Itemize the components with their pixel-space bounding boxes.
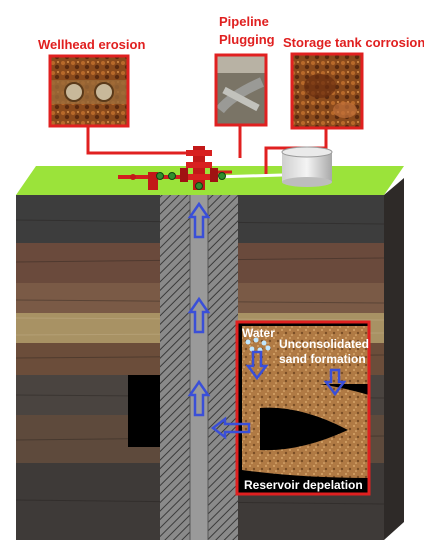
sand-label-line1: Unconsolidated <box>279 337 369 351</box>
sand-label-line2: sand formation <box>279 352 366 366</box>
water-droplets <box>245 337 271 353</box>
flow-arrow-2 <box>187 296 211 334</box>
storage-tank-photo <box>290 52 364 130</box>
storage-tank <box>281 146 333 187</box>
wellhead-photo <box>48 54 130 128</box>
wellbore <box>160 195 238 540</box>
christmas-tree-valve <box>130 146 226 190</box>
inflow-arrow <box>210 416 251 440</box>
water-label: Water <box>242 326 275 340</box>
pipeline-label-line2: Plugging <box>219 32 275 47</box>
reservoir-depletion-label: Reservoir depelation <box>244 478 363 492</box>
flow-arrow-1 <box>187 201 211 239</box>
casing-right <box>208 195 238 540</box>
water-down-arrow <box>245 350 269 381</box>
flow-arrows <box>187 201 251 440</box>
wellhead-erosion-label: Wellhead erosion <box>38 37 145 52</box>
storage-tank-corrosion-label: Storage tank corrosion <box>283 35 424 50</box>
reservoir-inset: Water Unconsolidated sand formation Rese… <box>235 320 371 496</box>
tubing <box>190 195 208 540</box>
pipeline-label-line1: Pipeline <box>219 14 269 29</box>
flow-arrow-3 <box>187 379 211 417</box>
sand-down-arrow <box>323 368 347 397</box>
perforation-tunnel <box>260 407 348 451</box>
pipeline-photo <box>214 53 268 127</box>
casing-left <box>160 195 190 540</box>
